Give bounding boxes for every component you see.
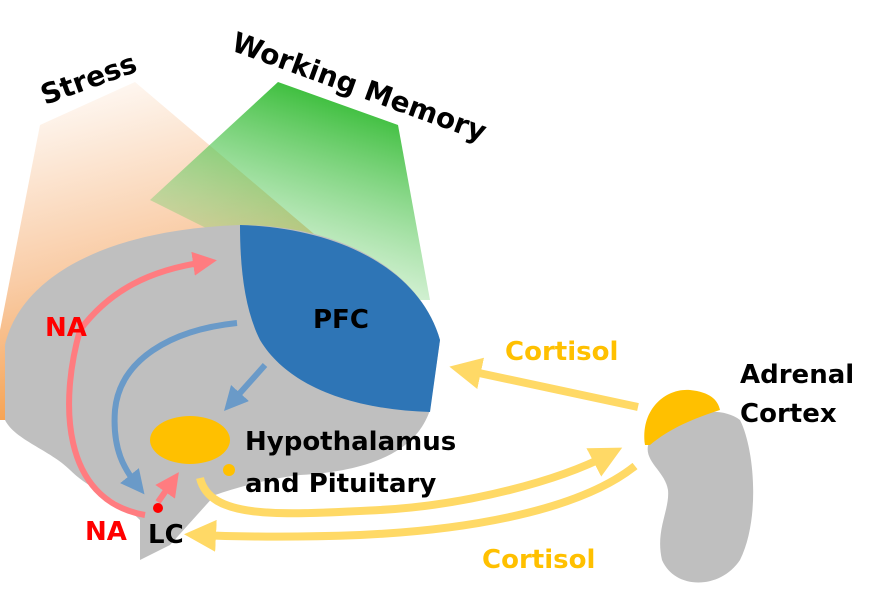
- hypothalamus-label-line1: Hypothalamus: [245, 427, 456, 457]
- cortisol-label-bottom: Cortisol: [482, 545, 595, 575]
- acth-arrow-to-adrenal: [196, 447, 623, 518]
- adrenal-cortex-shape: [644, 389, 720, 445]
- cortisol-arrow-to-lc: [184, 462, 638, 552]
- pfc-region: [240, 225, 440, 412]
- na-label-top: NA: [45, 313, 87, 343]
- na-arrow-to-hypothalamus: [155, 472, 179, 504]
- pituitary-shape: [223, 464, 235, 476]
- cortisol-label-top: Cortisol: [505, 337, 618, 367]
- na-label-bottom: NA: [85, 517, 127, 547]
- na-arrow-to-pfc: [66, 251, 217, 518]
- adrenal-label-line1: Adrenal: [740, 360, 854, 390]
- lc-label: LC: [148, 520, 184, 550]
- lc-dot: [153, 503, 163, 513]
- pfc-label: PFC: [313, 305, 369, 335]
- working-memory-cone: [150, 82, 430, 300]
- pfc-arrow-to-lc: [111, 320, 238, 495]
- hypothalamus-label-line2: and Pituitary: [245, 469, 436, 499]
- hypothalamus-shape: [150, 416, 230, 464]
- kidney-shape: [647, 411, 754, 583]
- adrenal-label-line2: Cortex: [740, 399, 837, 429]
- cortisol-arrow-to-pfc: [449, 357, 639, 411]
- pfc-arrow-to-hypothalamus: [224, 363, 268, 411]
